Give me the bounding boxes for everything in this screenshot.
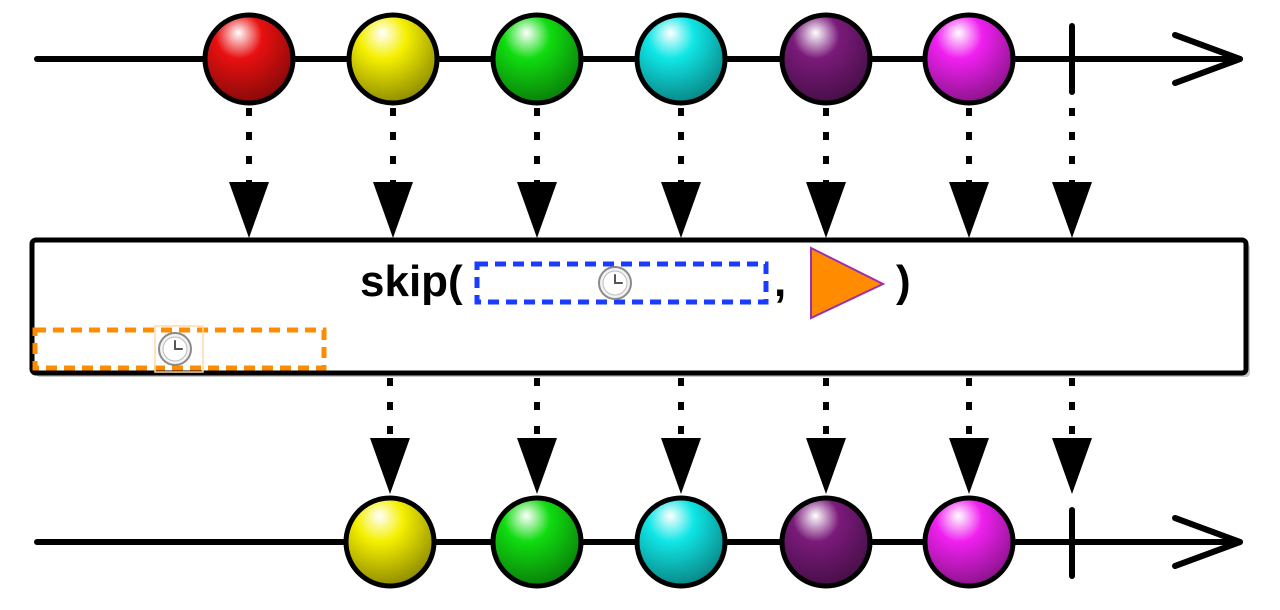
output-arrow-head bbox=[949, 438, 989, 494]
operator-to-result-arrows bbox=[370, 378, 1092, 494]
result-arrowhead bbox=[1172, 515, 1243, 569]
operator-close-paren: ) bbox=[896, 257, 911, 306]
result-marbles bbox=[343, 495, 1016, 589]
duration-param-box bbox=[474, 261, 769, 305]
input-arrow-head bbox=[517, 182, 557, 238]
source-marble-magenta bbox=[922, 12, 1016, 106]
result-timeline bbox=[34, 495, 1243, 589]
source-marble-purple bbox=[779, 12, 873, 106]
source-marble-yellow bbox=[346, 12, 440, 106]
result-marble-cyan bbox=[634, 495, 728, 589]
skip-window-clock-icon bbox=[158, 332, 192, 366]
source-marbles bbox=[202, 12, 1016, 106]
operator-box: skip( , ) bbox=[29, 237, 1250, 377]
source-marble-cyan bbox=[634, 12, 728, 106]
input-arrow-head bbox=[661, 182, 701, 238]
output-arrow-head bbox=[806, 438, 846, 494]
output-arrow-head bbox=[370, 438, 410, 494]
source-marble-red bbox=[202, 12, 296, 106]
source-to-operator-arrows bbox=[229, 108, 1092, 238]
operator-comma: , bbox=[774, 257, 786, 306]
source-marble-green bbox=[490, 12, 584, 106]
skip-window-clock-frame bbox=[154, 325, 204, 373]
duration-clock-icon bbox=[598, 266, 632, 300]
result-marble-yellow bbox=[343, 495, 437, 589]
output-arrow-head bbox=[517, 438, 557, 494]
output-arrow-head bbox=[1052, 438, 1092, 494]
result-marble-purple bbox=[779, 495, 873, 589]
input-arrow-head bbox=[949, 182, 989, 238]
result-marble-green bbox=[490, 495, 584, 589]
operator-name: skip( bbox=[360, 257, 463, 306]
output-arrow-head bbox=[661, 438, 701, 494]
input-arrow-head bbox=[373, 182, 413, 238]
input-arrow-head bbox=[229, 182, 269, 238]
input-arrow-head bbox=[1052, 182, 1092, 238]
skip-window-box bbox=[32, 327, 327, 371]
input-arrow-head bbox=[806, 182, 846, 238]
operator-box-frame bbox=[29, 237, 1249, 376]
source-arrowhead bbox=[1172, 32, 1243, 86]
result-marble-magenta bbox=[922, 495, 1016, 589]
source-timeline bbox=[34, 12, 1243, 106]
scheduler-param-triangle-icon bbox=[810, 246, 886, 320]
